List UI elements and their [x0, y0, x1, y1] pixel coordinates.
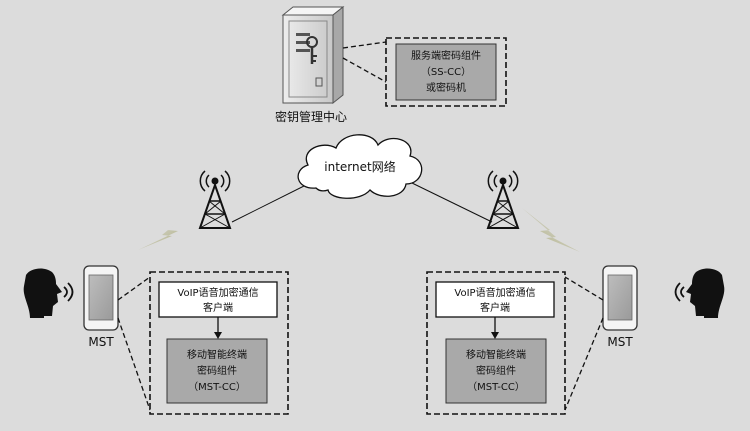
right-tower-icon [486, 170, 520, 229]
server-callout-line-3: 或密码机 [426, 81, 466, 94]
link-left-tower-cloud [231, 182, 311, 223]
right-speaker-icon [674, 268, 725, 318]
left-crypto-line-3: （MST-CC） [188, 381, 246, 393]
left-lightning-icon [138, 206, 197, 250]
server-callout-line-1: 服务端密码组件 [411, 49, 481, 62]
left-device-label: MST [88, 335, 114, 349]
left-tower-icon [198, 170, 232, 229]
left-speaker-icon [23, 268, 74, 318]
server-icon [281, 5, 345, 105]
server-label: 密钥管理中心 [275, 109, 347, 124]
right-crypto-line-2: 密码组件 [476, 364, 516, 377]
left-crypto-line-1: 移动智能终端 [187, 348, 247, 361]
left-client-line-1: VoIP语音加密通信 [177, 286, 258, 299]
right-device-label: MST [607, 335, 633, 349]
left-crypto-line-2: 密码组件 [197, 364, 237, 377]
right-client-line-2: 客户端 [480, 301, 510, 314]
right-lightning-icon [522, 208, 580, 252]
right-phone-icon [602, 265, 638, 331]
cloud-icon [297, 134, 423, 199]
right-client-line-1: VoIP语音加密通信 [454, 286, 535, 299]
cloud-label: internet网络 [324, 159, 395, 174]
server-callout: 服务端密码组件 （SS-CC） 或密码机 [342, 37, 507, 107]
left-phone-icon [83, 265, 119, 331]
left-client-line-2: 客户端 [203, 301, 233, 314]
right-crypto-line-1: 移动智能终端 [466, 348, 526, 361]
right-crypto-line-3: （MST-CC） [467, 381, 525, 393]
left-callout: VoIP语音加密通信 客户端 移动智能终端 密码组件 （MST-CC） [117, 271, 289, 415]
right-callout: VoIP语音加密通信 客户端 移动智能终端 密码组件 （MST-CC） [426, 271, 604, 415]
key-icon [296, 33, 318, 64]
link-cloud-right-tower [411, 182, 493, 223]
server-callout-line-2: （SS-CC） [421, 66, 471, 78]
